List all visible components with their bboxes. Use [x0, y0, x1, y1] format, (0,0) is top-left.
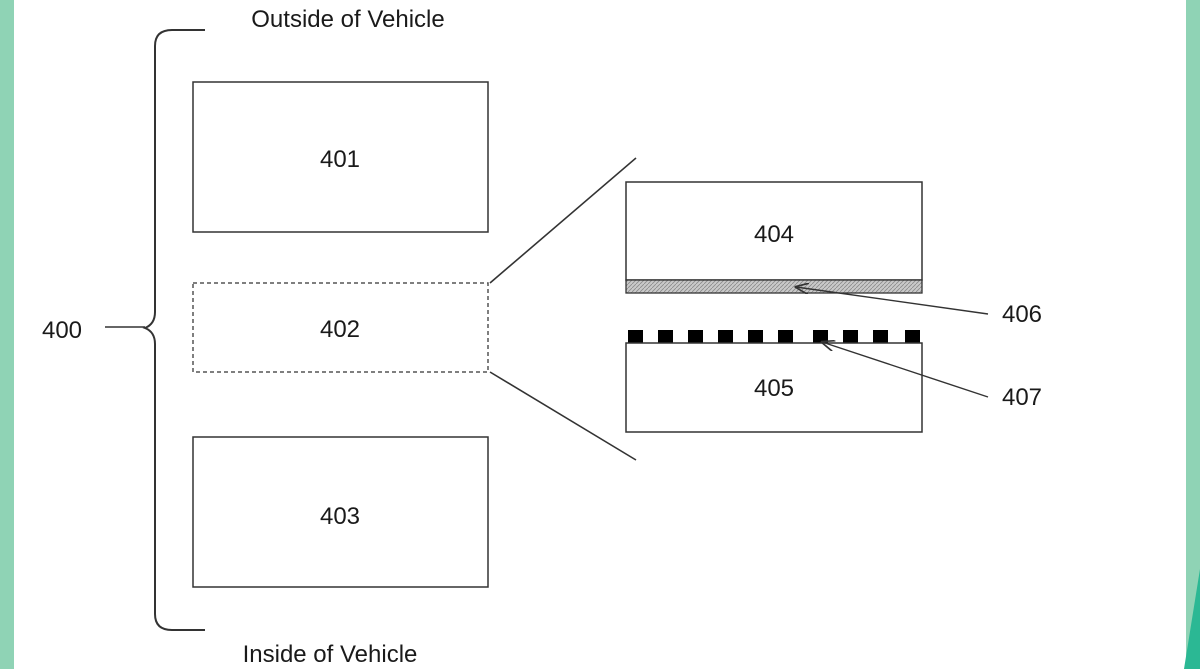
dot-407: [813, 330, 828, 344]
inside-vehicle-label: Inside of Vehicle: [243, 641, 418, 668]
right-green-band: [1186, 0, 1200, 669]
outside-vehicle-label: Outside of Vehicle: [251, 6, 444, 33]
dot-407: [905, 330, 920, 344]
layer-404-box: [625, 181, 923, 281]
layer-405-box: [625, 342, 923, 433]
dot-407: [748, 330, 763, 344]
dot-407: [778, 330, 793, 344]
layer-401-label: 401: [320, 146, 360, 173]
dot-407: [873, 330, 888, 344]
corner-accent: [1184, 569, 1200, 669]
film-406-layer: [625, 279, 923, 294]
dot-407: [688, 330, 703, 344]
dot-407: [628, 330, 643, 344]
layer-402-label: 402: [320, 316, 360, 343]
callout-406-arrow: [796, 287, 989, 315]
layer-402-box: [192, 282, 489, 373]
zoom-line-top: [489, 157, 637, 284]
assembly-brace: [142, 29, 205, 631]
callout-407-label: 407: [1002, 384, 1042, 411]
dot-pattern-407: [628, 330, 920, 344]
layer-401-box: [192, 81, 489, 233]
callout-407-arrow: [822, 342, 989, 398]
assembly-number-label: 400: [42, 317, 82, 344]
dot-407: [658, 330, 673, 344]
layer-405-label: 405: [754, 375, 794, 402]
callout-406-label: 406: [1002, 301, 1042, 328]
zoom-line-bottom: [489, 371, 637, 461]
layer-404-label: 404: [754, 221, 794, 248]
layer-403-label: 403: [320, 503, 360, 530]
dot-407: [718, 330, 733, 344]
left-green-band: [0, 0, 14, 669]
dot-407: [843, 330, 858, 344]
layer-403-box: [192, 436, 489, 588]
